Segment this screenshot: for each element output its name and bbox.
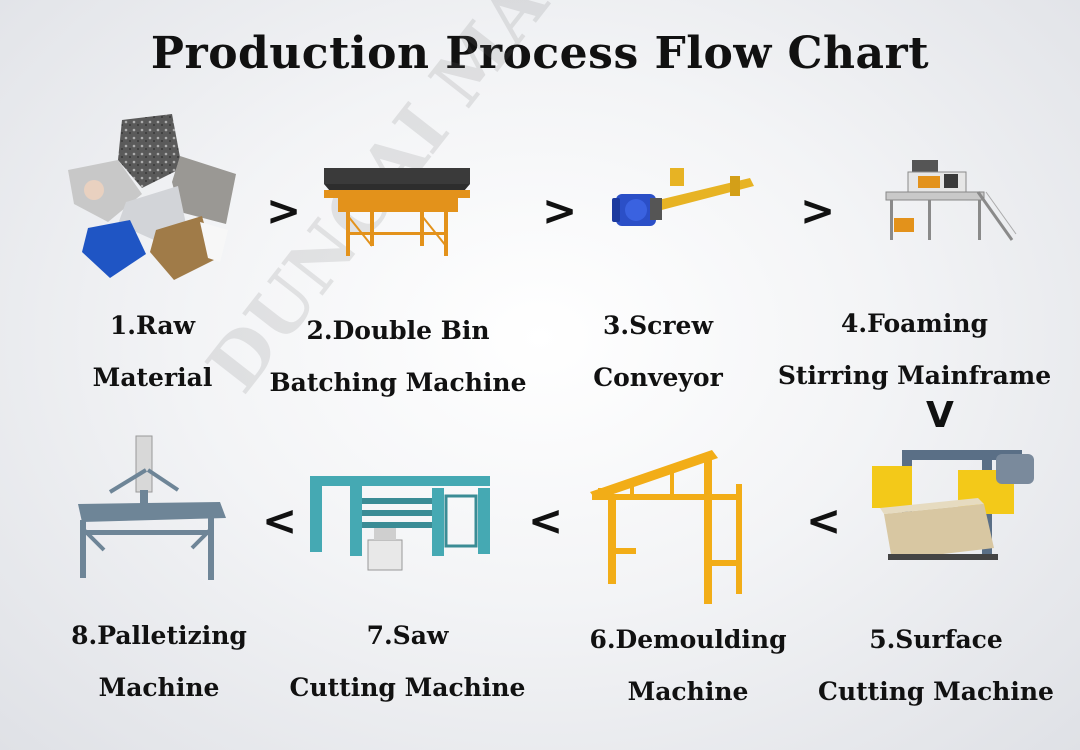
arrow-left-1: < [806, 496, 842, 545]
raw-material-image [60, 112, 245, 282]
arrow-right-3: > [800, 186, 836, 235]
step-4-label: 4.Foaming Stirring Mainframe [777, 309, 1052, 390]
step-5-label: 5.Surface Cutting Machine [818, 625, 1054, 706]
step-7-label: 7.Saw Cutting Machine [289, 621, 526, 702]
page-title: Production Process Flow Chart [150, 28, 930, 79]
double-bin-batching-machine-image [318, 160, 478, 260]
surface-cutting-machine-image [862, 442, 1042, 574]
step-8-label: 8.Palletizing Machine [71, 621, 247, 702]
step-2-label: 2.Double Bin Batching Machine [269, 316, 527, 397]
demoulding-machine-image [584, 440, 759, 610]
arrow-right-2: > [542, 186, 578, 235]
arrow-down: V [926, 395, 954, 436]
screw-conveyor-image [610, 158, 760, 238]
palletizing-machine-image [70, 430, 240, 585]
step-6-label: 6.Demoulding Machine [589, 625, 787, 706]
arrow-left-2: < [528, 496, 564, 545]
saw-cutting-machine-image [302, 466, 512, 576]
step-3-label: 3.Screw Conveyor [593, 311, 723, 392]
foaming-stirring-mainframe-image [878, 152, 1018, 247]
step-1-label: 1.Raw Material [92, 311, 213, 392]
arrow-right-1: > [266, 186, 302, 235]
arrow-left-3: < [262, 496, 298, 545]
